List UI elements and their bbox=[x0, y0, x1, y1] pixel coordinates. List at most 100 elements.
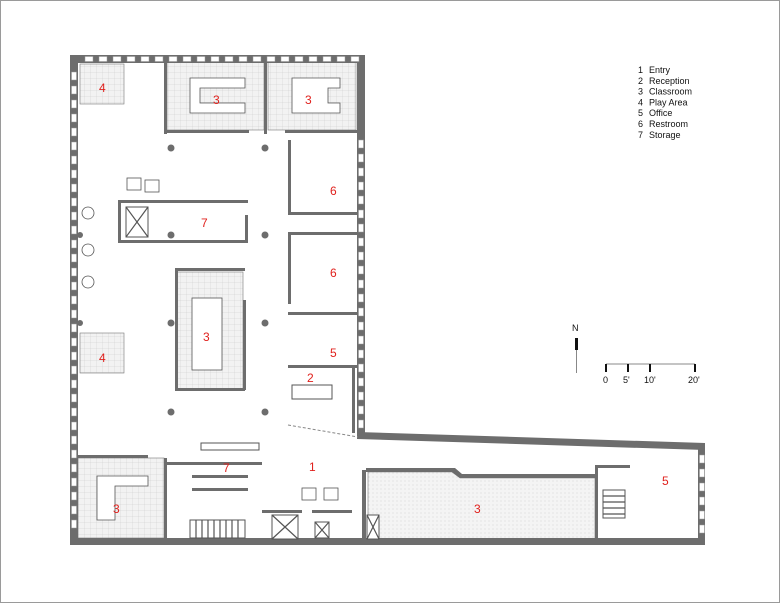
legend-label: Restroom bbox=[649, 119, 688, 129]
window bbox=[266, 56, 276, 62]
window bbox=[71, 477, 77, 487]
window bbox=[71, 393, 77, 403]
window bbox=[71, 421, 77, 431]
play-area-floor-n bbox=[79, 63, 125, 105]
window bbox=[358, 265, 364, 275]
window bbox=[71, 365, 77, 375]
legend-label: Storage bbox=[649, 130, 681, 140]
legend-number: 6 bbox=[638, 119, 643, 129]
legend-number: 3 bbox=[638, 87, 643, 97]
window bbox=[71, 169, 77, 179]
room-label-play-area: 4 bbox=[99, 81, 106, 95]
window bbox=[196, 56, 206, 62]
window bbox=[182, 56, 192, 62]
scale-bar: 0 5' 10' 20' bbox=[603, 363, 700, 385]
room-label-classroom: 3 bbox=[474, 502, 481, 516]
scale-tick-label: 20' bbox=[688, 375, 700, 385]
legend-label: Reception bbox=[649, 76, 690, 86]
room-label-storage: 7 bbox=[201, 216, 208, 230]
classroom-floor-sw bbox=[77, 457, 165, 539]
legend-number: 2 bbox=[638, 76, 643, 86]
window bbox=[71, 239, 77, 249]
window bbox=[71, 197, 77, 207]
room-label-classroom: 3 bbox=[305, 93, 312, 107]
window bbox=[252, 56, 262, 62]
columns bbox=[77, 144, 269, 416]
room-label-restroom: 6 bbox=[330, 184, 337, 198]
window bbox=[140, 56, 150, 62]
window bbox=[71, 141, 77, 151]
window bbox=[71, 253, 77, 263]
room-label-classroom: 3 bbox=[213, 93, 220, 107]
window bbox=[699, 524, 705, 534]
window bbox=[126, 56, 136, 62]
room-label-play-area: 4 bbox=[99, 351, 106, 365]
storage-shelf bbox=[200, 442, 260, 451]
window bbox=[358, 181, 364, 191]
window bbox=[358, 153, 364, 163]
window bbox=[71, 435, 77, 445]
window bbox=[238, 56, 248, 62]
window bbox=[71, 449, 77, 459]
window bbox=[98, 56, 108, 62]
window bbox=[308, 56, 318, 62]
window bbox=[358, 167, 364, 177]
window bbox=[280, 56, 290, 62]
window bbox=[358, 321, 364, 331]
room-label-classroom: 3 bbox=[203, 330, 210, 344]
window bbox=[358, 349, 364, 359]
room-label-reception: 2 bbox=[307, 371, 314, 385]
window bbox=[350, 56, 360, 62]
scale-tick-label: 5' bbox=[623, 375, 630, 385]
legend-item: 6 Restroom bbox=[638, 119, 688, 129]
window bbox=[168, 56, 178, 62]
window bbox=[358, 279, 364, 289]
scale-tick-label: 10' bbox=[644, 375, 656, 385]
window bbox=[71, 309, 77, 319]
window bbox=[358, 293, 364, 303]
entry-glazing bbox=[287, 424, 359, 438]
classroom-floor-wing bbox=[367, 471, 596, 541]
window bbox=[71, 85, 77, 95]
legend-item: 2 Reception bbox=[638, 76, 690, 86]
window bbox=[358, 307, 364, 317]
window bbox=[358, 405, 364, 415]
window bbox=[71, 407, 77, 417]
window bbox=[336, 56, 346, 62]
legend-number: 4 bbox=[638, 97, 643, 107]
legend-label: Entry bbox=[649, 65, 671, 75]
north-arrow: N bbox=[572, 323, 579, 373]
window bbox=[71, 351, 77, 361]
window bbox=[699, 496, 705, 506]
elevator-icon bbox=[125, 206, 380, 540]
window bbox=[71, 463, 77, 473]
window bbox=[84, 56, 94, 62]
window bbox=[358, 237, 364, 247]
window bbox=[71, 211, 77, 221]
window bbox=[358, 391, 364, 401]
window bbox=[71, 337, 77, 347]
room-label-restroom: 6 bbox=[330, 266, 337, 280]
room-label-office: 5 bbox=[330, 346, 337, 360]
window bbox=[358, 223, 364, 233]
window bbox=[71, 491, 77, 501]
room-label-storage: 7 bbox=[223, 461, 230, 475]
window bbox=[699, 468, 705, 478]
reception-desk bbox=[291, 384, 333, 400]
window bbox=[71, 379, 77, 389]
scale-tick-label: 0 bbox=[603, 375, 608, 385]
legend-number: 7 bbox=[638, 130, 643, 140]
window bbox=[71, 71, 77, 81]
window bbox=[154, 56, 164, 62]
north-label: N bbox=[572, 323, 579, 333]
window bbox=[699, 510, 705, 520]
window bbox=[358, 363, 364, 373]
legend-number: 5 bbox=[638, 108, 643, 118]
window bbox=[71, 295, 77, 305]
window bbox=[294, 56, 304, 62]
